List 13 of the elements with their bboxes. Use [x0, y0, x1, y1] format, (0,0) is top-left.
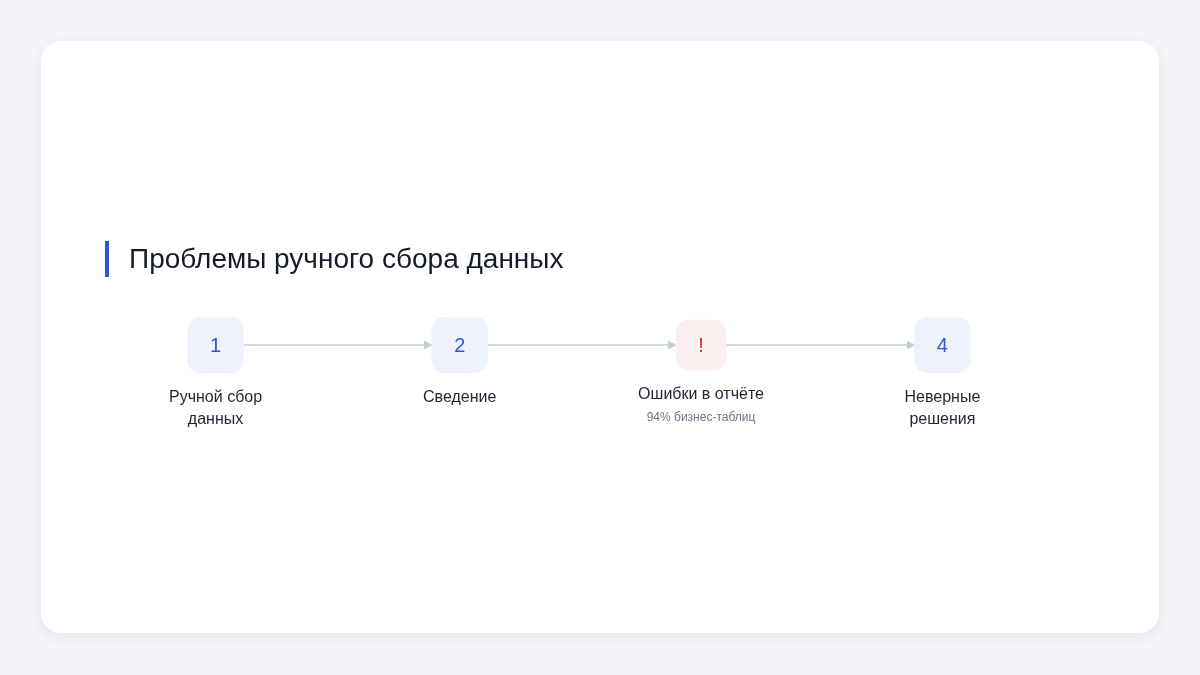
arrow — [486, 340, 677, 349]
step-label: Ошибки в отчёте — [637, 384, 765, 405]
section-title: Проблемы ручного сбора данных — [105, 241, 564, 277]
step-box: ! — [675, 319, 727, 370]
step-label: Неверные решения — [903, 387, 982, 430]
step-label: Сведение — [422, 387, 498, 408]
step-note: 94% бизнес-таблиц — [645, 409, 757, 427]
arrow — [725, 340, 916, 349]
step-label: Ручной сбор данных — [168, 387, 264, 430]
step-box: 4 — [914, 316, 971, 373]
arrow — [242, 340, 433, 349]
step-box: 2 — [431, 316, 488, 373]
step-box: 1 — [187, 316, 244, 373]
